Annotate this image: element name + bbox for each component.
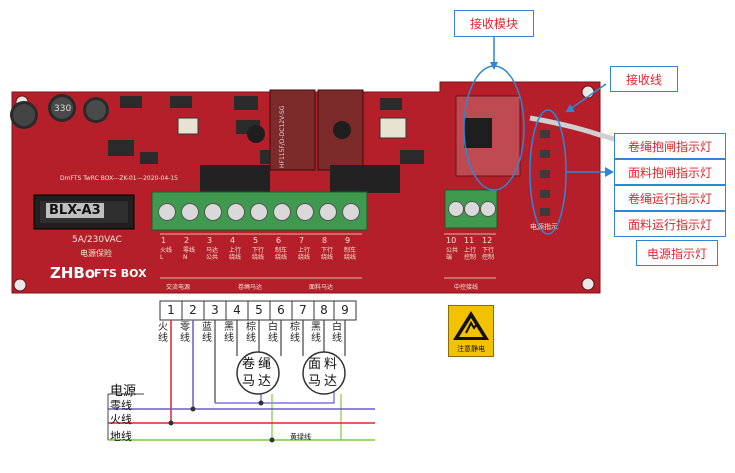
terminal-screw bbox=[204, 203, 222, 221]
right-terminal-block bbox=[445, 190, 497, 228]
pcb-terminal-num: 1 bbox=[161, 236, 167, 245]
wiring-terminal-num: 7 bbox=[299, 303, 307, 317]
pcb-terminal-label: 零线 N bbox=[183, 247, 196, 261]
pcb-terminal-label: 制车 绕线 bbox=[275, 247, 288, 261]
terminal-screw bbox=[448, 201, 464, 217]
pcb-terminal-num: 5 bbox=[253, 236, 259, 245]
pcb-terminal-num: 6 bbox=[276, 236, 282, 245]
capacitor-text: 330 bbox=[54, 104, 72, 114]
pcb-terminal-num: 4 bbox=[230, 236, 236, 245]
power-title: 电源 bbox=[110, 384, 137, 399]
wiring-terminal-num: 4 bbox=[233, 303, 241, 317]
callout-receiver-module: 接收模块 bbox=[454, 10, 534, 37]
wire-label: 黑线 bbox=[224, 322, 234, 344]
terminal-screw bbox=[158, 203, 176, 221]
control-wiring-label: 中控接线 bbox=[454, 284, 479, 291]
pcb-terminal-num: 11 bbox=[464, 236, 475, 245]
pcb-terminal-label: 制车 绕线 bbox=[344, 247, 357, 261]
pcb-terminal-num: 10 bbox=[446, 236, 457, 245]
callout-indicator-2: 面料抱闸指示灯 bbox=[614, 159, 726, 185]
group-label-motor1: 卷绳马达 bbox=[238, 284, 263, 291]
terminal-screw bbox=[319, 203, 337, 221]
wire-label: 火线 bbox=[158, 322, 168, 344]
wiring-terminal-num: 2 bbox=[189, 303, 197, 317]
pcb-terminal-label: 火线 L bbox=[160, 247, 173, 261]
wiring-terminal-num: 3 bbox=[211, 303, 219, 317]
terminal-screw bbox=[181, 203, 199, 221]
motor-rope-label: 卷绳马达 bbox=[241, 357, 274, 389]
pcb-terminal-label: 上行 绕线 bbox=[298, 247, 311, 261]
power-line-neutral: 零线 bbox=[110, 399, 132, 412]
pcb-terminal-label: 上行 绕线 bbox=[229, 247, 242, 261]
pcb-terminal-label: 上行 控制 bbox=[464, 247, 477, 261]
power-line-earth: 地线 bbox=[110, 430, 132, 443]
callout-receiver-wire: 接收线 bbox=[610, 66, 678, 92]
wiring-terminal-num: 6 bbox=[277, 303, 285, 317]
wiring-terminal-num: 9 bbox=[341, 303, 349, 317]
group-label-motor2: 面料马达 bbox=[309, 284, 334, 291]
motor-fabric-label: 面料马达 bbox=[307, 357, 340, 389]
terminal-screw bbox=[273, 203, 291, 221]
indicator-leds bbox=[540, 130, 550, 216]
pcb-terminal-num: 9 bbox=[345, 236, 351, 245]
main-terminal-block bbox=[152, 192, 367, 230]
wire-label: 棕线 bbox=[246, 322, 256, 344]
terminal-screw bbox=[227, 203, 245, 221]
wire-label: 白线 bbox=[332, 322, 342, 344]
group-label-power: 交流电源 bbox=[166, 284, 191, 291]
callout-indicator-5: 电源指示灯 bbox=[636, 240, 718, 266]
fuse-code: BLX-A3 bbox=[46, 203, 104, 218]
callout-indicator-1: 卷绳抱闸指示灯 bbox=[614, 133, 726, 159]
esd-warning-icon bbox=[453, 311, 489, 340]
board-silk-id: DmFTS TwRC BOX---ZK-01---2020-04-15 bbox=[60, 175, 178, 182]
power-line-live: 火线 bbox=[110, 413, 132, 426]
capacitor-group bbox=[10, 94, 109, 129]
pcb-terminal-label: 公共端 bbox=[446, 247, 459, 261]
pcb-terminal-num: 12 bbox=[482, 236, 493, 245]
esd-label: 注意静电 bbox=[457, 345, 485, 353]
esd-warning-sign: 注意静电 bbox=[448, 305, 494, 357]
earth-wire-note: 黄绿线 bbox=[290, 433, 311, 441]
wire-label: 黑线 bbox=[311, 322, 321, 344]
brand-logo: ZHBo bbox=[50, 264, 96, 282]
pcb-terminal-label: 马达公共 bbox=[206, 247, 219, 261]
wiring-terminal-num: 1 bbox=[167, 303, 175, 317]
terminal-screw bbox=[464, 201, 480, 217]
fuse-label: 电源保险 bbox=[80, 249, 112, 258]
pcb-terminal-label: 下行 绕线 bbox=[252, 247, 265, 261]
terminal-screw bbox=[250, 203, 268, 221]
pcb-terminal-label: 下行 绕线 bbox=[321, 247, 334, 261]
terminal-screw bbox=[342, 203, 360, 221]
indicator-silk: 电源指示 bbox=[530, 223, 558, 231]
terminal-screw bbox=[296, 203, 314, 221]
fuse-rating: 5A/230VAC bbox=[72, 235, 122, 245]
wiring-terminal-num: 8 bbox=[320, 303, 328, 317]
wire-label: 棕线 bbox=[290, 322, 300, 344]
pcb-terminal-num: 2 bbox=[184, 236, 190, 245]
pcb-terminal-num: 3 bbox=[207, 236, 213, 245]
wire-label: 白线 bbox=[268, 322, 278, 344]
pcb-terminal-label: 下行 控制 bbox=[482, 247, 495, 261]
wiring-terminal-num: 5 bbox=[255, 303, 263, 317]
wire-label: 零线 bbox=[180, 322, 190, 344]
callout-indicator-4: 面料运行指示灯 bbox=[614, 211, 726, 237]
callout-indicator-3: 卷绳运行指示灯 bbox=[614, 185, 726, 211]
model-name: FTS BOX bbox=[94, 267, 147, 280]
pcb-terminal-num: 7 bbox=[299, 236, 305, 245]
pcb-terminal-num: 8 bbox=[322, 236, 328, 245]
terminal-screw bbox=[480, 201, 496, 217]
wire-label: 蓝线 bbox=[202, 322, 212, 344]
